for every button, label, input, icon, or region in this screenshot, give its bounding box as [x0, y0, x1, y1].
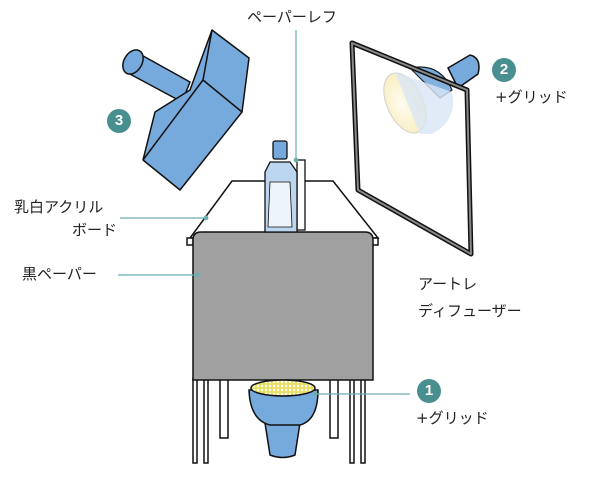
light-2: [383, 54, 480, 134]
black-paper-label: 黒ペーパー: [22, 265, 97, 283]
light-1: [248, 379, 319, 459]
light-2-badge: 2: [492, 58, 516, 82]
acrylic-board-label-1: 乳白アクリル: [14, 198, 104, 216]
light-3-badge: 3: [107, 109, 131, 133]
light-2-grid-label: +グリッド: [495, 88, 568, 106]
light-1-grid-label: +グリッド: [416, 409, 489, 427]
light-3: [122, 29, 250, 191]
diffuser-label-2: ディフューザー: [418, 302, 522, 320]
bottle: [264, 140, 306, 233]
acrylic-board-label-2: ボード: [72, 221, 118, 239]
diffuser-label-1: アートレ: [418, 275, 478, 293]
table-legs: [192, 377, 366, 464]
black-paper: [192, 231, 374, 381]
leader-lines: [118, 30, 410, 397]
light-1-badge: 1: [417, 379, 441, 403]
paper-reflector-label: ペーパーレフ: [247, 8, 337, 26]
diffuser-frame: [349, 40, 474, 257]
